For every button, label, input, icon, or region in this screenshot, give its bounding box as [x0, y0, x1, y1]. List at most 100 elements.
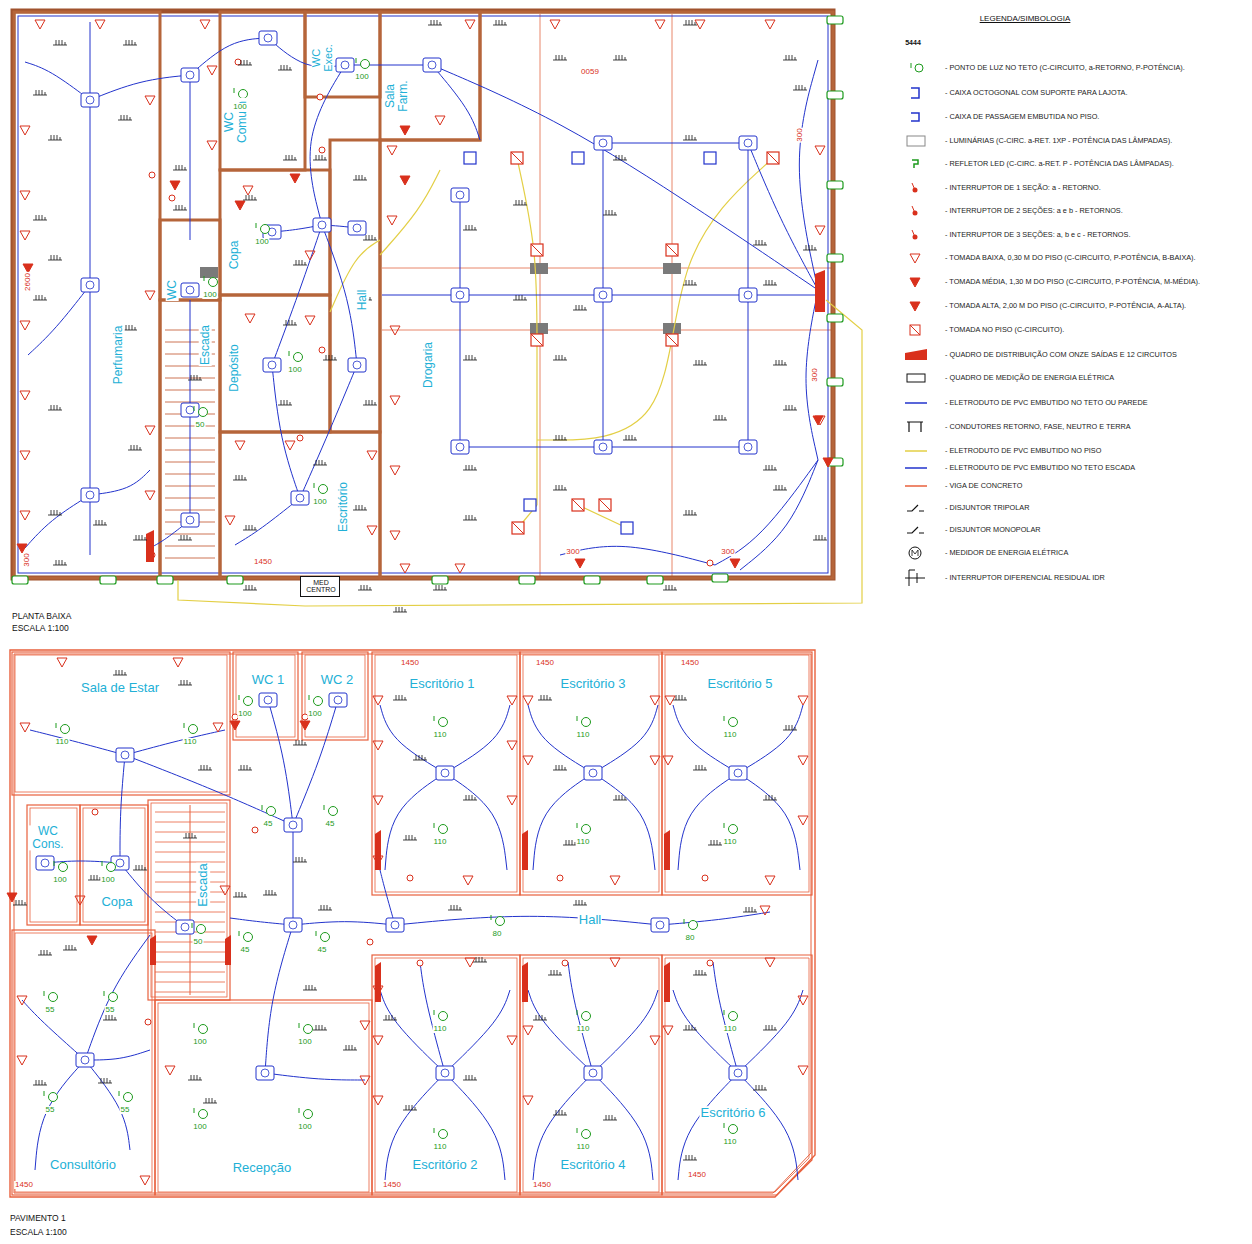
passage-box: [464, 152, 716, 534]
room-name: WC Comum: [223, 98, 248, 146]
plan-title: PLANTA BAIXA: [12, 612, 71, 621]
floor-plan: PLANTA BAIXAESCALA 1:100PerfumariaWC Com…: [12, 10, 834, 602]
legend-entry: - INTERRUPTOR DE 3 SEÇÕES: a, b e c - RE…: [945, 231, 1130, 238]
lamp-power: 100: [237, 710, 252, 718]
lamp-power: 100: [232, 103, 247, 111]
room-name: Escritório 4: [559, 1158, 626, 1172]
outlet-power: 2600: [24, 272, 32, 292]
legend-entry: - ELETRODUTO DE PVC EMBUTIDO NO TETO OU …: [945, 399, 1148, 406]
room-name: Copa: [228, 240, 241, 271]
room: WC: [160, 220, 220, 300]
room-name: WC Cons.: [29, 825, 67, 850]
octagonal-box: [36, 31, 757, 1080]
legend-entry: - TOMADA ALTA, 2,00 M DO PISO (C-CIRCUIT…: [945, 302, 1186, 309]
lamp-power: 110: [723, 838, 738, 846]
room: Copa: [220, 170, 330, 295]
room-name: Hall: [578, 913, 602, 927]
room-name: Drogaria: [422, 341, 435, 389]
lamp-power: 110: [576, 1025, 591, 1033]
lamp-power: 100: [354, 73, 369, 81]
lamp-power: 110: [55, 738, 70, 746]
lamp-power: 80: [685, 934, 696, 942]
lamp-power: 55: [45, 1006, 56, 1014]
legend-entry: - CAIXA OCTOGONAL COM SUPORTE PARA LAJOT…: [945, 89, 1127, 96]
lamp-power: 100: [307, 710, 322, 718]
lamp-power: 100: [297, 1038, 312, 1046]
outlet-power: 300: [796, 127, 804, 142]
room: Escritório 3: [520, 652, 662, 895]
led-reflector: [12, 16, 843, 584]
ceiling-light: [44, 58, 738, 1139]
room-name: WC: [166, 279, 179, 301]
concrete-beam: [382, 14, 831, 576]
lamp-power: 110: [723, 1025, 738, 1033]
lamp-power: 50: [193, 938, 204, 946]
room: WC 2: [302, 652, 368, 740]
legend-entry: - REFLETOR LED (C-CIRC. a-RET. P - POTÊN…: [945, 160, 1174, 167]
lamp-power: 55: [105, 1006, 116, 1014]
room-name: Depósito: [228, 343, 241, 392]
legend-entry: - ELETRODUTO DE PVC EMBUTIDO NO TETO ESC…: [945, 464, 1135, 471]
legend-entry: - LUMINÁRIAS (C-CIRC. a-RET. 1XP - POTÊN…: [945, 137, 1172, 144]
outlet-power: 1450: [382, 1181, 402, 1189]
room-name: WC 2: [320, 673, 355, 687]
outlet-power: 1450: [400, 659, 420, 667]
distribution-board: [146, 270, 825, 1002]
room: Escritório 6: [662, 955, 812, 1195]
legend-entry: - DISJUNTOR TRIPOLAR: [945, 504, 1029, 511]
room: WC Exec.: [305, 12, 380, 97]
outlet-power: 1450: [253, 558, 273, 566]
room-name: Recepção: [232, 1161, 293, 1175]
room: Hall: [372, 895, 812, 955]
legend-title: LEGENDA/SIMBOLOGIA: [979, 15, 1072, 23]
lamp-power: 100: [287, 366, 302, 374]
room: Escada: [148, 800, 230, 1000]
lamp-power: 100: [297, 1123, 312, 1131]
room-name: Sala de Estar: [80, 681, 160, 695]
room: Sala Farm.: [380, 12, 480, 140]
room-name: Escritório 6: [699, 1106, 766, 1120]
room: Copa: [80, 805, 148, 925]
lamp-power: 100: [254, 238, 269, 246]
outlet-power: 1450: [14, 1181, 34, 1189]
lamp-power: 100: [192, 1123, 207, 1131]
outlet-power: 1450: [532, 1181, 552, 1189]
outlet-power: 300: [565, 548, 580, 556]
wall: [13, 11, 833, 578]
outlet-power: 1450: [535, 659, 555, 667]
room: Recepção: [155, 1000, 372, 1195]
outlet-power: 0059: [580, 68, 600, 76]
lamp-power: 45: [263, 820, 274, 828]
room: Escritório 1: [372, 652, 520, 895]
drawing-number: 5444: [904, 39, 922, 46]
lamp-power: 110: [576, 1143, 591, 1151]
room-name: Perfumaria: [112, 325, 125, 386]
lamp-power: 110: [576, 838, 591, 846]
room-name: Sala Farm.: [384, 75, 409, 118]
legend-entry: - INTERRUPTOR DE 1 SEÇÃO: a - RETORNO.: [945, 184, 1101, 191]
outlet-power: 300: [811, 367, 819, 382]
room-name: Escritório 1: [408, 677, 475, 691]
room-name: Hall: [356, 289, 369, 312]
lamp-power: 110: [433, 731, 448, 739]
lamp-power: 110: [576, 731, 591, 739]
lamp-power: 110: [183, 738, 198, 746]
room: Escritório 2: [372, 955, 520, 1195]
room-name: Escada: [199, 324, 212, 366]
room: WC Comum: [220, 12, 305, 170]
conductor-marks: [13, 20, 827, 1160]
lamp-power: 110: [433, 1025, 448, 1033]
legend-entry: - TOMADA NO PISO (C-CIRCUITO).: [945, 326, 1064, 333]
legend-symbol: [905, 63, 927, 586]
legend-entry: - ELETRODUTO DE PVC EMBUTIDO NO PISO: [945, 447, 1101, 454]
legend-entry: - TOMADA BAIXA, 0,30 M DO PISO (C-CIRCUI…: [945, 254, 1196, 261]
floor-plan: PAVIMENTO 1ESCALA 1:100Sala de EstarWC 1…: [10, 650, 815, 1197]
outlet-power: 1450: [687, 1171, 707, 1179]
plan-title: PAVIMENTO 1: [10, 1214, 66, 1223]
lamp-power: 100: [100, 876, 115, 884]
room: Escritório: [220, 432, 380, 578]
lamp-power: 100: [312, 498, 327, 506]
room-name: Escritório 5: [706, 677, 773, 691]
